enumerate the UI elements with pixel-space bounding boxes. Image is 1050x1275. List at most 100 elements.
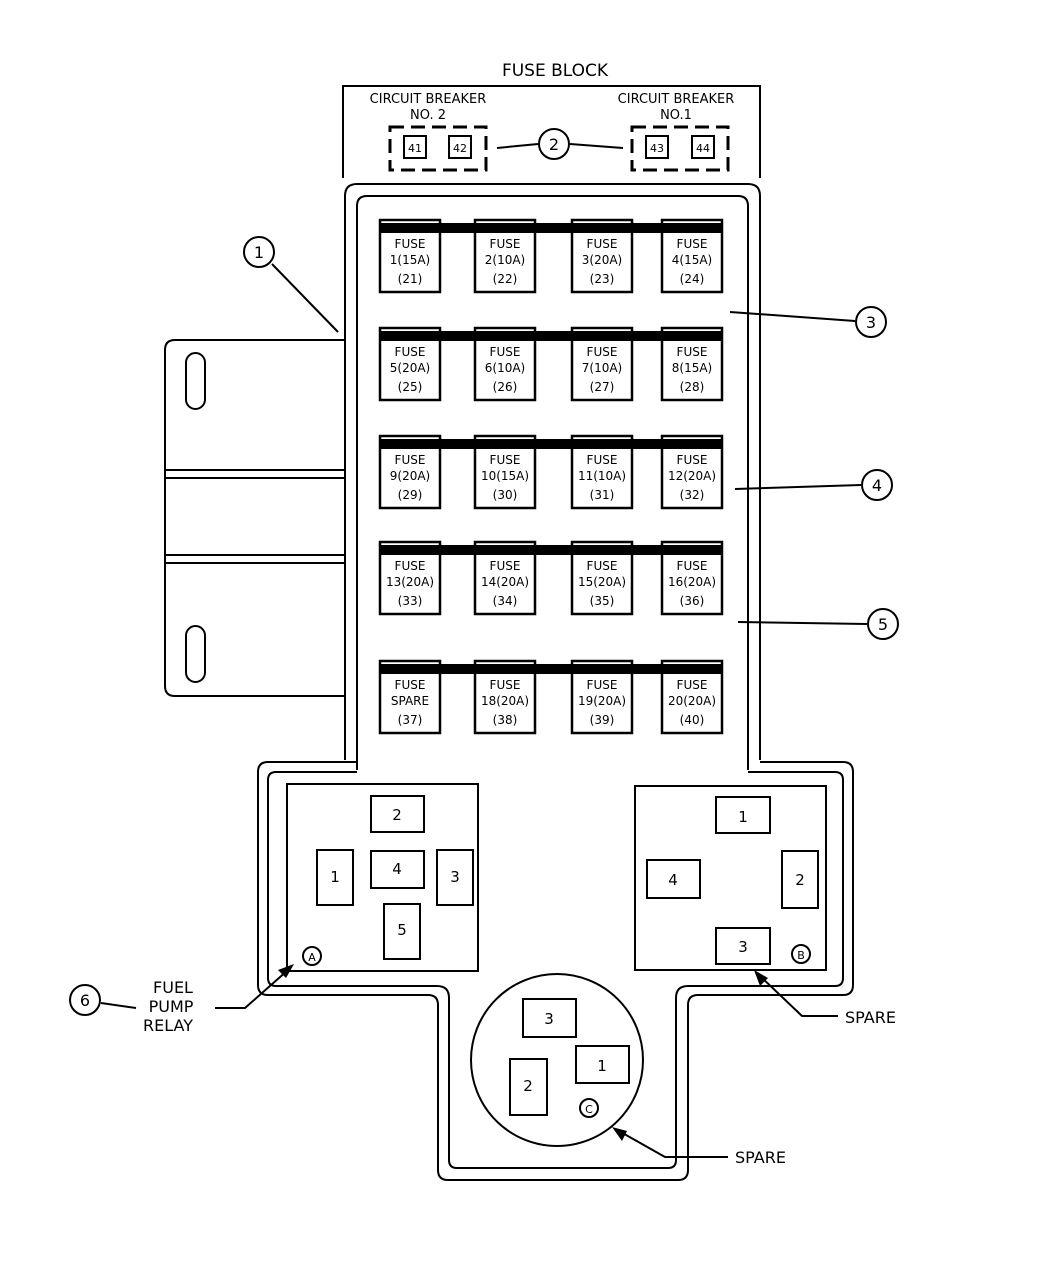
- callout-4: 4: [734, 469, 893, 501]
- terminal-44-label: 44: [696, 142, 710, 155]
- fuse-slot-outline: [378, 540, 442, 616]
- terminal-41-label: 41: [408, 142, 422, 155]
- fuse-label-l3: (40): [680, 713, 705, 727]
- mounting-bracket: [164, 339, 345, 697]
- callout-2-label: 2: [549, 135, 559, 154]
- spare-c-arrowhead: [612, 1127, 627, 1141]
- terminal-42-label: 42: [453, 142, 467, 155]
- fuse-row-bus-bar-5: [380, 664, 722, 674]
- fuse-slot-outline: [378, 218, 442, 294]
- fuse-label-l3: (32): [680, 488, 705, 502]
- fuse-slot-outline: [473, 659, 537, 735]
- fuse-label-l2: 4(15A): [672, 253, 712, 267]
- fuse-label-l3: (22): [493, 272, 518, 286]
- callout-1-label: 1: [254, 243, 264, 262]
- relay-b-pin-1-label: 1: [738, 808, 748, 826]
- fuse-label-l3: (33): [398, 594, 423, 608]
- relay-a-pin-1-label: 1: [330, 868, 340, 886]
- fuse-label-l3: (28): [680, 380, 705, 394]
- fuse-label-l2: 11(10A): [578, 469, 626, 483]
- callout-3: 3: [729, 306, 887, 338]
- fuse-label-l1: FUSE: [395, 345, 426, 359]
- fuse-label-l3: (25): [398, 380, 423, 394]
- relay-c-marker-circle: [579, 1098, 599, 1118]
- fuse-grid: FUSE1(15A)(21)FUSE2(10A)(22)FUSE3(20A)(2…: [378, 218, 724, 735]
- fuse-label-l2: 9(20A): [390, 469, 430, 483]
- breaker-1-label-line1: CIRCUIT BREAKER: [618, 92, 735, 107]
- fuse-label-l2: 19(20A): [578, 694, 626, 708]
- fuse-slot-outline: [660, 659, 724, 735]
- callout-3-label: 3: [866, 313, 876, 332]
- fuse-label-l2: 8(15A): [672, 361, 712, 375]
- relay-b-spare: 1 4 2 3 B: [634, 785, 827, 971]
- fuse-label-l2: 20(20A): [668, 694, 716, 708]
- relay-housing-inner: [267, 771, 844, 1169]
- fuse-label-l1: FUSE: [395, 453, 426, 467]
- relay-a-fuel-pump: 2 1 4 3 5 A: [286, 783, 479, 972]
- fuse-label-l2: 12(20A): [668, 469, 716, 483]
- breaker-1-outline: [630, 125, 730, 172]
- relay-a-marker: A: [308, 951, 316, 964]
- fuse-slot-outline: [660, 218, 724, 294]
- fuse-label-l3: (38): [493, 713, 518, 727]
- relay-a-pin-3-box: [436, 849, 474, 906]
- fuse-label-l3: (29): [398, 488, 423, 502]
- relay-b-pin-3-box: [715, 927, 771, 965]
- fuse-label-l1: FUSE: [395, 237, 426, 251]
- fuse-row-bus-bar-2: [380, 331, 722, 341]
- relay-a-pin-2-label: 2: [392, 806, 402, 824]
- fuse-panel-outer: [344, 183, 761, 760]
- fuse-label-l3: (37): [398, 713, 423, 727]
- fuel-label-line1: FUEL: [153, 978, 193, 997]
- fuse-label-l2: 13(20A): [386, 575, 434, 589]
- circuit-breaker-1: CIRCUIT BREAKER NO.1 43 44: [618, 92, 735, 172]
- fuse-row-bus-bar-4: [380, 545, 722, 555]
- callout-5: 5: [737, 608, 899, 640]
- fuse-slot-outline: [660, 326, 724, 402]
- relay-a-pin-5-box: [383, 903, 421, 960]
- relay-a-pin-4-box: [370, 850, 425, 889]
- fuse-label-l2: 5(20A): [390, 361, 430, 375]
- relay-b-marker: B: [797, 949, 805, 962]
- fuse-label-l2: 16(20A): [668, 575, 716, 589]
- relay-c-pin-2-box: [509, 1058, 548, 1116]
- fuse-slot-outline: [570, 659, 634, 735]
- fuel-label-line3: RELAY: [143, 1016, 193, 1035]
- fuse-label-l3: (27): [590, 380, 615, 394]
- callout-5-label: 5: [878, 615, 888, 634]
- breaker-2-label-line2: NO. 2: [410, 108, 446, 123]
- circuit-breaker-2: CIRCUIT BREAKER NO. 2 41 42: [370, 92, 488, 172]
- fuse-slot: FUSE 5(20A) (25): [378, 326, 442, 402]
- fuse-row-bus-bar-1: [380, 223, 722, 233]
- relay-b-outline: [634, 785, 827, 971]
- fuse-slot-outline: [570, 434, 634, 510]
- fuse-label-l1: FUSE: [395, 559, 426, 573]
- fuse-slot-outline: [378, 434, 442, 510]
- relay-c-pin-1-box: [575, 1045, 630, 1084]
- fuse-slot-outline: [660, 540, 724, 616]
- fuse-label-l1: FUSE: [677, 237, 708, 251]
- relay-a-pin-3-label: 3: [450, 868, 460, 886]
- relay-c-marker: C: [585, 1103, 593, 1116]
- fuse-label-l3: (21): [398, 272, 423, 286]
- terminal-43-box: [645, 135, 669, 159]
- callout-1: 1: [243, 236, 339, 333]
- fuse-label-l1: FUSE: [490, 345, 521, 359]
- fuse-row-bus-bar-3: [380, 439, 722, 449]
- relay-c-outline: [470, 973, 644, 1147]
- fuse-label-l3: (34): [493, 594, 518, 608]
- fuse-label-l3: (35): [590, 594, 615, 608]
- callout-6-circle: [69, 984, 101, 1016]
- fuse-slot-outline: [570, 540, 634, 616]
- fuse-slot-outline: [473, 218, 537, 294]
- relay-b-marker-circle: [791, 944, 811, 964]
- fuse-label-l1: FUSE: [587, 237, 618, 251]
- fuel-pump-arrowhead: [278, 964, 294, 978]
